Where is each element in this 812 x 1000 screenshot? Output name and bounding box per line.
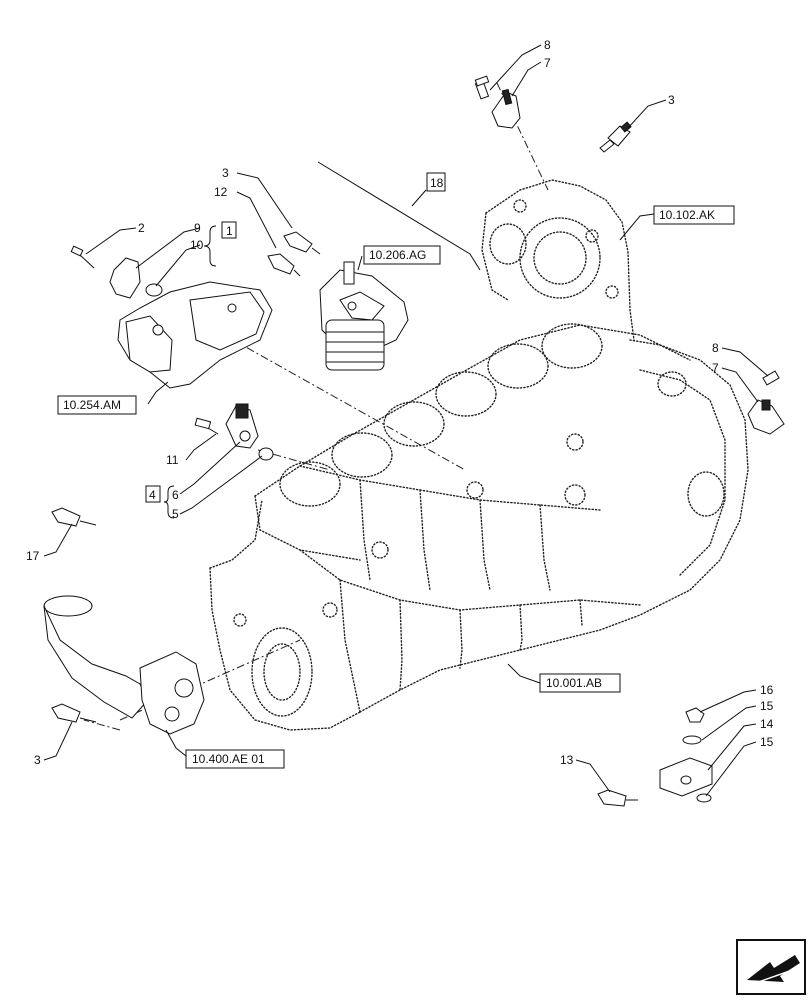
temp-sensors-center — [267, 231, 321, 277]
callout-4-box[interactable]: 4 — [149, 488, 156, 502]
temp-sensor-17 — [51, 507, 97, 527]
fuel-filter — [319, 261, 409, 371]
ref-10-001-ab[interactable]: 10.001.AB — [546, 676, 602, 690]
temp-sensor-13 — [597, 789, 638, 807]
temp-sensor-lower-left — [51, 703, 97, 723]
callout-3-center[interactable]: 3 — [222, 166, 229, 180]
ref-10-102-ak[interactable]: 10.102.AK — [659, 208, 715, 222]
callout-5[interactable]: 5 — [172, 507, 179, 521]
ref-10-254-am[interactable]: 10.254.AM — [63, 398, 121, 412]
temp-sensor-top-right — [599, 121, 632, 153]
crank-sensor-left — [70, 245, 163, 299]
cam-sensor-right — [747, 370, 785, 435]
callout-18-box[interactable]: 18 — [430, 176, 444, 190]
callout-1-box[interactable]: 1 — [226, 224, 233, 238]
engine-block — [209, 179, 749, 731]
callout-3-top-right[interactable]: 3 — [668, 93, 675, 107]
callout-7-top[interactable]: 7 — [544, 56, 551, 70]
brackets — [163, 225, 217, 519]
boxed-callouts: 18 1 4 — [145, 172, 446, 503]
callout-14[interactable]: 14 — [760, 717, 774, 731]
fitting-block — [659, 707, 713, 803]
callout-17[interactable]: 17 — [26, 549, 40, 563]
nav-arrow-icon[interactable] — [736, 939, 806, 995]
callout-9[interactable]: 9 — [194, 221, 201, 235]
callout-8-top[interactable]: 8 — [544, 38, 551, 52]
callout-3-lower-left[interactable]: 3 — [34, 753, 41, 767]
callout-12[interactable]: 12 — [214, 185, 228, 199]
center-lines — [83, 82, 549, 731]
callout-15-upper[interactable]: 15 — [760, 699, 774, 713]
callout-11[interactable]: 11 — [166, 453, 179, 467]
callout-6[interactable]: 6 — [172, 488, 179, 502]
water-pipe — [43, 595, 205, 735]
callout-13[interactable]: 13 — [560, 753, 574, 767]
callout-16[interactable]: 16 — [760, 683, 774, 697]
thermostat-housing — [117, 281, 273, 389]
pressure-sensor-left — [194, 403, 274, 461]
cam-sensor-top — [474, 75, 521, 129]
callouts: 8 7 3 3 12 2 9 10 8 7 11 6 5 17 3 16 15 … — [26, 38, 774, 767]
reference-boxes: 10.102.AK 10.206.AG 10.254.AM 10.001.AB … — [57, 205, 735, 769]
callout-2[interactable]: 2 — [138, 221, 145, 235]
ref-10-400-ae-01[interactable]: 10.400.AE 01 — [192, 752, 265, 766]
ref-10-206-ag[interactable]: 10.206.AG — [369, 248, 426, 262]
callout-10[interactable]: 10 — [190, 238, 204, 252]
callout-7-right[interactable]: 7 — [712, 361, 719, 375]
callout-15-lower[interactable]: 15 — [760, 735, 774, 749]
leader-lines — [43, 44, 769, 797]
callout-8-right[interactable]: 8 — [712, 341, 719, 355]
